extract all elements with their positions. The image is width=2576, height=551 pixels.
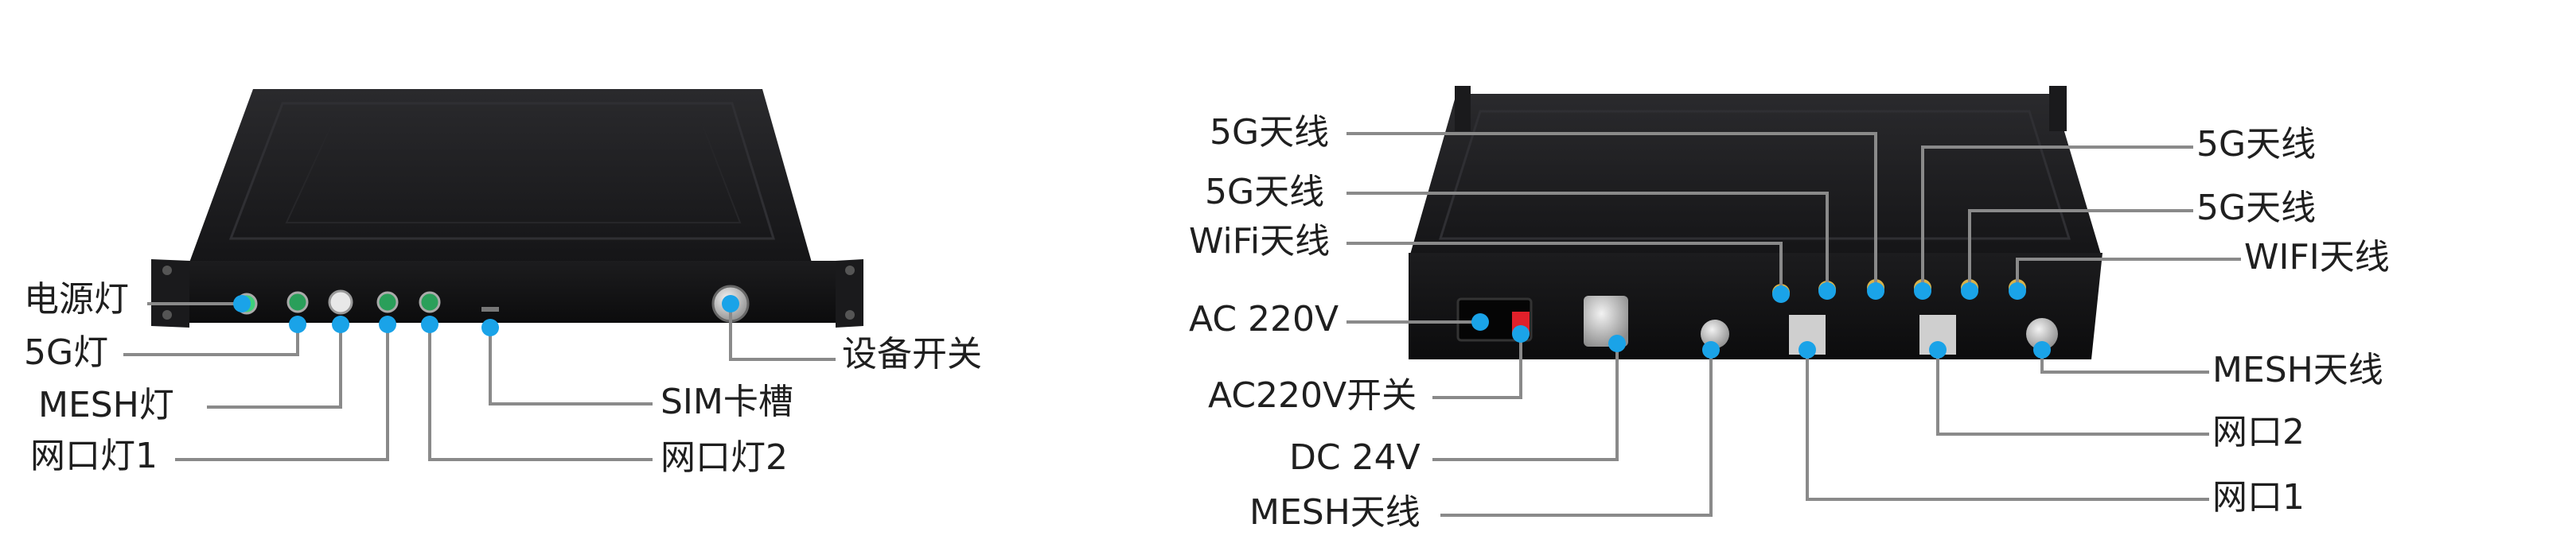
front-ear-hole [162, 266, 172, 275]
label-port-1: 网口1 [2212, 477, 2305, 518]
mesh-antenna-connector-right [2026, 318, 2058, 350]
label-5g-antenna-right-2: 5G天线 [2196, 188, 2317, 228]
front-ear-hole [162, 310, 172, 320]
callout-dot [1702, 341, 1720, 359]
label-mesh-led: MESH灯 [38, 385, 174, 425]
port-led-1 [376, 291, 399, 313]
label-dc-24v: DC 24V [1289, 437, 1421, 478]
front-ear-hole [845, 310, 855, 320]
antenna-5g-right-2-leader [1968, 209, 2193, 288]
label-sim-slot: SIM卡槽 [661, 382, 793, 422]
front-device-top [189, 89, 812, 262]
label-mesh-antenna-bottom: MESH天线 [1249, 492, 1421, 533]
port-1-leader [1806, 350, 2209, 501]
dc-24v-leader [1432, 343, 1619, 461]
label-port-led-1: 网口灯1 [30, 436, 158, 476]
device-switch-leader [729, 304, 836, 361]
rear-rack-ear-left [1455, 86, 1471, 131]
label-port-led-2: 网口灯2 [661, 437, 788, 478]
port-led-2-leader [428, 324, 653, 461]
callout-dot [421, 316, 438, 333]
callout-dot [1471, 313, 1489, 331]
label-ac-220v: AC 220V [1189, 299, 1339, 340]
front-rack-ear-left [151, 259, 189, 328]
callout-dot [1818, 282, 1836, 300]
rear-device-top-panel [1438, 110, 2071, 240]
label-5g-antenna-right-1: 5G天线 [2196, 124, 2317, 165]
label-mesh-antenna-right: MESH天线 [2212, 350, 2383, 390]
label-wifi-antenna-left: WiFi天线 [1189, 221, 1331, 262]
label-device-switch: 设备开关 [842, 334, 982, 374]
callout-dot [233, 295, 251, 312]
front-callouts [123, 302, 836, 461]
antenna-5g-left-2-leader [1346, 192, 1829, 289]
dc-connector [1584, 296, 1628, 347]
mesh-bottom-leader [1440, 350, 1713, 517]
front-ear-hole [845, 266, 855, 275]
g5-led [286, 291, 309, 313]
wifi-right-leader [2016, 258, 2241, 288]
callout-dot [1608, 335, 1626, 352]
front-device-top-inset [285, 118, 742, 223]
front-rack-ear-right [836, 259, 863, 328]
sim-slot [481, 307, 499, 312]
label-wifi-antenna-right: WIFI天线 [2244, 237, 2390, 277]
ac-switch-leader [1432, 334, 1522, 399]
callout-dot [481, 319, 499, 336]
callout-dot [379, 316, 396, 333]
label-power-led: 电源灯 [24, 279, 129, 320]
callout-dot [289, 316, 306, 333]
callout-dot [1772, 285, 1790, 303]
callout-dot [1961, 282, 1978, 300]
callout-dot [2009, 282, 2026, 300]
port-2-leader [1936, 350, 2209, 436]
callout-dot [332, 316, 349, 333]
callout-dot [1929, 341, 1947, 359]
port-led-2 [419, 291, 441, 313]
callout-dot [1914, 282, 1931, 300]
callout-dot [1799, 341, 1816, 359]
callout-dot [1867, 282, 1884, 300]
callout-dot [722, 295, 739, 312]
port-led-1-leader [175, 324, 389, 461]
rear-callouts [1346, 132, 2241, 517]
antenna-5g-left-1-leader [1346, 132, 1877, 288]
callout-dot [2033, 341, 2051, 359]
label-5g-antenna-left-2: 5G天线 [1205, 172, 1325, 212]
wifi-left-leader [1346, 242, 1783, 293]
front-device [151, 89, 863, 328]
front-device-top-panel [228, 102, 776, 240]
rear-device-top [1410, 94, 2101, 254]
callout-dot [1512, 325, 1530, 343]
rear-callout-dots [1471, 282, 2051, 359]
rear-rack-ear-right [2049, 86, 2067, 131]
antenna-5g-right-1-leader [1921, 146, 2193, 288]
label-5g-led: 5G灯 [24, 332, 109, 373]
label-5g-antenna-left-1: 5G天线 [1210, 112, 1330, 153]
label-port-2: 网口2 [2212, 412, 2305, 452]
mesh-led [328, 289, 353, 315]
rear-device [1409, 86, 2102, 359]
g5-led-leader [123, 324, 299, 356]
front-callout-dots [233, 295, 739, 336]
mesh-led-leader [207, 324, 342, 409]
sim-slot-leader [489, 328, 653, 405]
mesh-antenna-connector [1701, 320, 1729, 348]
label-ac-220v-switch: AC220V开关 [1208, 375, 1417, 416]
